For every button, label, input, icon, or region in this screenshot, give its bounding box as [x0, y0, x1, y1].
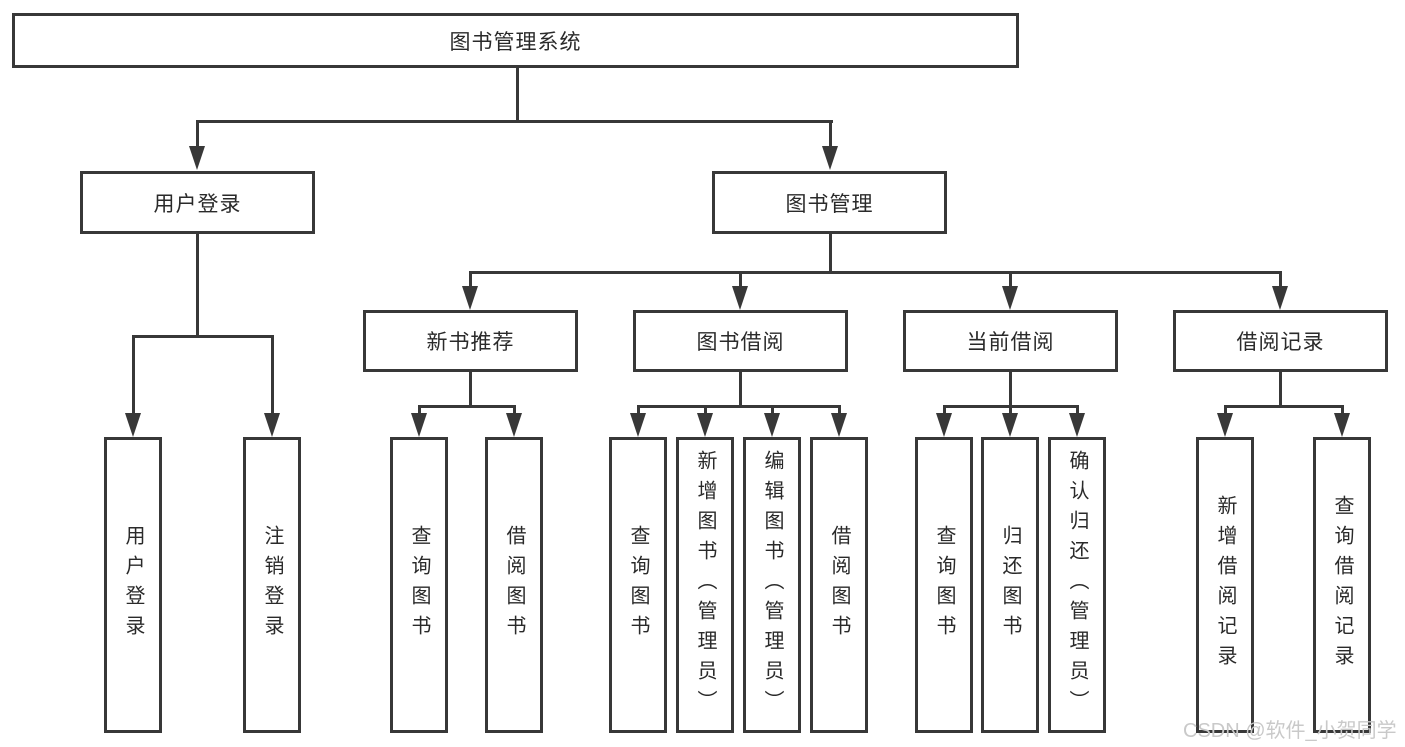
arrowhead-icon [936, 413, 952, 437]
leaf-label: 借阅图书 [503, 525, 525, 645]
connector-stem [771, 405, 774, 413]
leaf-label: 确认归还（管理员） [1066, 450, 1088, 720]
leaf-return-books: 归还图书 [981, 437, 1039, 733]
connector-stem [1076, 405, 1079, 413]
connector-stem-book-management [829, 120, 832, 146]
arrowhead-icon [506, 413, 522, 437]
arrowhead-icon [732, 286, 748, 310]
node-current-borrow: 当前借阅 [903, 310, 1118, 372]
node-label: 图书管理系统 [449, 30, 582, 54]
leaf-label: 查询借阅记录 [1331, 495, 1353, 675]
connector-stem-leaf-logout [271, 335, 274, 413]
connector-borrow-trunk [739, 372, 742, 405]
connector-login-branch [132, 335, 274, 338]
node-label: 用户登录 [153, 192, 242, 216]
connector-stem-current [1009, 271, 1012, 286]
leaf-add-borrow-record: 新增借阅记录 [1196, 437, 1254, 733]
arrowhead-icon [1069, 413, 1085, 437]
connector-records-trunk [1279, 372, 1282, 405]
leaf-add-books-admin: 新增图书（管理员） [676, 437, 734, 733]
connector-borrow-branch [637, 405, 841, 408]
arrowhead-icon [125, 413, 141, 437]
arrowhead-icon [697, 413, 713, 437]
connector-newbook-branch [418, 405, 516, 408]
node-book-management: 图书管理 [712, 171, 947, 234]
connector-stem [513, 405, 516, 413]
connector-stem-borrow [739, 271, 742, 286]
leaf-edit-books-admin: 编辑图书（管理员） [743, 437, 801, 733]
arrowhead-icon [1002, 413, 1018, 437]
connector-stem [418, 405, 421, 413]
arrowhead-icon [1334, 413, 1350, 437]
node-borrow-records: 借阅记录 [1173, 310, 1388, 372]
csdn-watermark: CSDN @软件_小贺同学 [1183, 720, 1397, 742]
leaf-logout-login: 注销登录 [243, 437, 301, 733]
arrowhead-icon [822, 146, 838, 170]
leaf-label: 查询图书 [408, 525, 430, 645]
node-label: 图书管理 [785, 192, 874, 216]
leaf-query-borrow-record: 查询借阅记录 [1313, 437, 1371, 733]
leaf-borrow-query-books: 查询图书 [609, 437, 667, 733]
node-book-borrow: 图书借阅 [633, 310, 848, 372]
node-label: 借阅记录 [1236, 331, 1325, 354]
leaf-borrow-borrow-books: 借阅图书 [810, 437, 868, 733]
leaf-label: 新增借阅记录 [1214, 495, 1236, 675]
node-user-login: 用户登录 [80, 171, 315, 234]
leaf-user-login: 用户登录 [104, 437, 162, 733]
leaf-newbook-borrow-books: 借阅图书 [485, 437, 543, 733]
arrowhead-icon [264, 413, 280, 437]
connector-stem [704, 405, 707, 413]
connector-management-branch [469, 271, 1282, 274]
connector-records-branch [1224, 405, 1343, 408]
node-label: 图书借阅 [696, 331, 785, 354]
connector-management-trunk [829, 234, 832, 271]
connector-stem [1224, 405, 1227, 413]
connector-stem [1341, 405, 1344, 413]
leaf-label: 注销登录 [261, 525, 283, 645]
leaf-current-query-books: 查询图书 [915, 437, 973, 733]
connector-login-trunk [196, 234, 199, 335]
connector-stem-user-login [196, 120, 199, 146]
node-label: 当前借阅 [966, 331, 1055, 354]
arrowhead-icon [462, 286, 478, 310]
arrowhead-icon [1002, 286, 1018, 310]
node-new-book-recommend: 新书推荐 [363, 310, 578, 372]
leaf-label: 查询图书 [933, 525, 955, 645]
leaf-newbook-query-books: 查询图书 [390, 437, 448, 733]
node-label: 新书推荐 [426, 331, 515, 354]
arrowhead-icon [764, 413, 780, 437]
arrowhead-icon [630, 413, 646, 437]
node-library-management-system: 图书管理系统 [12, 13, 1019, 68]
arrowhead-icon [831, 413, 847, 437]
connector-stem [838, 405, 841, 413]
leaf-label: 新增图书（管理员） [694, 450, 716, 720]
leaf-label: 用户登录 [122, 525, 144, 645]
arrowhead-icon [411, 413, 427, 437]
leaf-label: 查询图书 [627, 525, 649, 645]
arrowhead-icon [189, 146, 205, 170]
leaf-label: 借阅图书 [828, 525, 850, 645]
connector-stem-leaf-login [132, 335, 135, 413]
connector-stem [943, 405, 946, 413]
connector-current-trunk [1009, 372, 1012, 405]
connector-stem [637, 405, 640, 413]
leaf-label: 归还图书 [999, 525, 1021, 645]
connector-root-trunk [516, 68, 519, 120]
connector-newbook-trunk [469, 372, 472, 405]
arrowhead-icon [1217, 413, 1233, 437]
leaf-confirm-return-admin: 确认归还（管理员） [1048, 437, 1106, 733]
leaf-label: 编辑图书（管理员） [761, 450, 783, 720]
connector-stem-newbook [469, 271, 472, 286]
arrowhead-icon [1272, 286, 1288, 310]
connector-root-branch [196, 120, 833, 123]
connector-stem [1009, 405, 1012, 413]
connector-stem-records [1279, 271, 1282, 286]
